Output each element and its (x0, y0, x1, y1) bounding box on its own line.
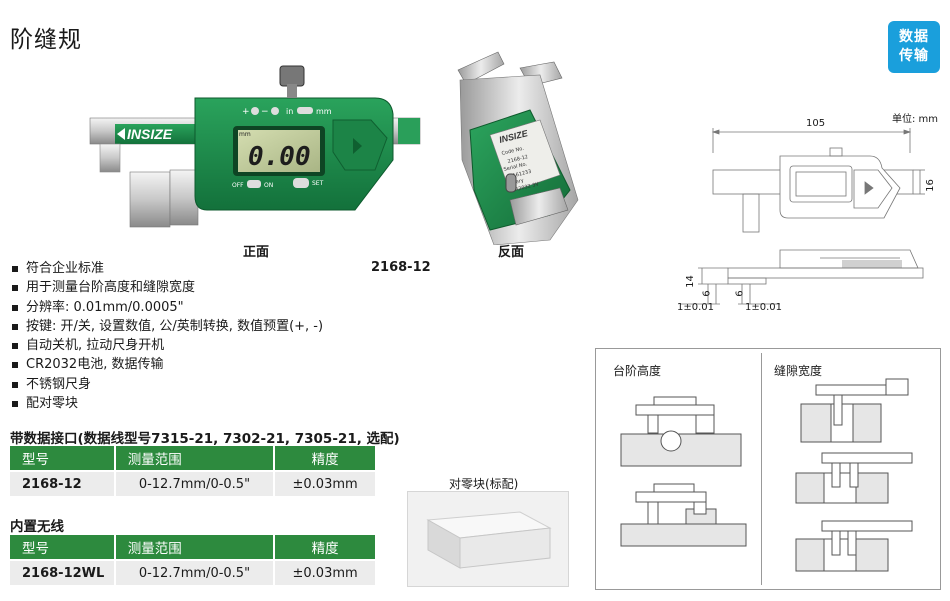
zero-block-title: 对零块(标配) (449, 477, 519, 491)
cell-range: 0-12.7mm/0-0.5" (114, 470, 276, 496)
off-key-label: OFF (232, 182, 244, 189)
header-accuracy: 精度 (274, 535, 377, 560)
feature-item: 配对零块 (11, 394, 323, 413)
mm-key-label: mm (316, 107, 332, 116)
table-row: 2168-12WL 0-12.7mm/0-0.5" ±0.03mm (10, 559, 377, 585)
dim-step-14: 14 (684, 275, 696, 288)
zero-block-image (407, 491, 569, 587)
feature-item: 按键: 开/关, 设置数值, 公/英制转换, 数值预置(+, -) (11, 317, 323, 336)
page-title: 阶缝规 (10, 27, 82, 53)
cell-range: 0-12.7mm/0-0.5" (114, 559, 276, 585)
back-photo: INSIZE Code No. 2168-12 Serial No. 11612… (450, 40, 580, 246)
on-key-label: ON (264, 182, 273, 189)
dim-6-right: 6 (734, 290, 746, 297)
dim-tolerance-left: 1±0.01 (677, 302, 715, 313)
technical-drawing (680, 128, 925, 305)
dim-length: 105 (806, 118, 826, 129)
back-label-line-1: Code No. (501, 146, 525, 157)
lcd-reading: 0.00 (248, 142, 311, 172)
table-header-row: 型号 测量范围 精度 (10, 446, 377, 471)
cell-accuracy: ±0.03mm (274, 470, 377, 496)
cell-accuracy: ±0.03mm (274, 559, 377, 585)
in-key-label: in (286, 107, 293, 116)
unit-label: 单位: mm (892, 114, 939, 125)
back-label-line-4: 1161233 (509, 169, 532, 180)
plus-key-label: + (242, 107, 250, 117)
dim-tolerance-right: 1±0.01 (745, 302, 783, 313)
step-height-label: 台阶高度 (613, 364, 662, 378)
back-label-line-3: Serial No. (503, 161, 528, 173)
dim-height: 16 (924, 179, 936, 192)
badge-line-2: 传输 (899, 48, 929, 64)
application-panel: 台阶高度 缝隙宽度 (595, 348, 941, 590)
cell-model: 2168-12 (10, 470, 116, 496)
header-model: 型号 (10, 446, 116, 471)
set-key-label: SET (312, 180, 324, 187)
section-2-title: 内置无线 (10, 519, 64, 535)
minus-key-label: − (261, 107, 269, 117)
front-photo: INSIZE 0.00 mm + − in mm OFF ON SET (75, 60, 435, 240)
lcd-unit-mark: mm (239, 131, 251, 138)
gap-width-label: 缝隙宽度 (774, 364, 823, 378)
section-1-title: 带数据接口(数据线型号7315-21, 7302-21, 7305-21, 选配… (10, 431, 400, 447)
front-caption: 正面 (243, 245, 270, 260)
data-transfer-badge: 数据 传输 (888, 21, 940, 73)
header-accuracy: 精度 (274, 446, 377, 471)
header-model: 型号 (10, 535, 116, 560)
spec-table-wireless: 型号 测量范围 精度 2168-12WL 0-12.7mm/0-0.5" ±0.… (10, 535, 377, 585)
table-header-row: 型号 测量范围 精度 (10, 535, 377, 560)
back-caption: 反面 (498, 245, 525, 260)
feature-item: 符合企业标准 (11, 259, 323, 278)
feature-item: 分辨率: 0.01mm/0.0005" (11, 298, 323, 317)
dim-6-left: 6 (701, 290, 713, 297)
model-code: 2168-12 (371, 260, 431, 275)
feature-item: 自动关机, 拉动尺身开机 (11, 336, 323, 355)
cell-model: 2168-12WL (10, 559, 116, 585)
header-range: 测量范围 (114, 535, 276, 560)
feature-item: CR2032电池, 数据传输 (11, 355, 323, 374)
front-brand-text: INSIZE (127, 126, 173, 142)
spec-table-data-port: 型号 测量范围 精度 2168-12 0-12.7mm/0-0.5" ±0.03… (10, 446, 377, 496)
badge-line-1: 数据 (899, 29, 929, 45)
feature-item: 用于测量台阶高度和缝隙宽度 (11, 278, 323, 297)
feature-item: 不锈钢尺身 (11, 375, 323, 394)
header-range: 测量范围 (114, 446, 276, 471)
feature-list: 符合企业标准 用于测量台阶高度和缝隙宽度 分辨率: 0.01mm/0.0005"… (11, 259, 323, 413)
back-label-line-2: 2168-12 (507, 154, 529, 165)
table-row: 2168-12 0-12.7mm/0-0.5" ±0.03mm (10, 470, 377, 496)
